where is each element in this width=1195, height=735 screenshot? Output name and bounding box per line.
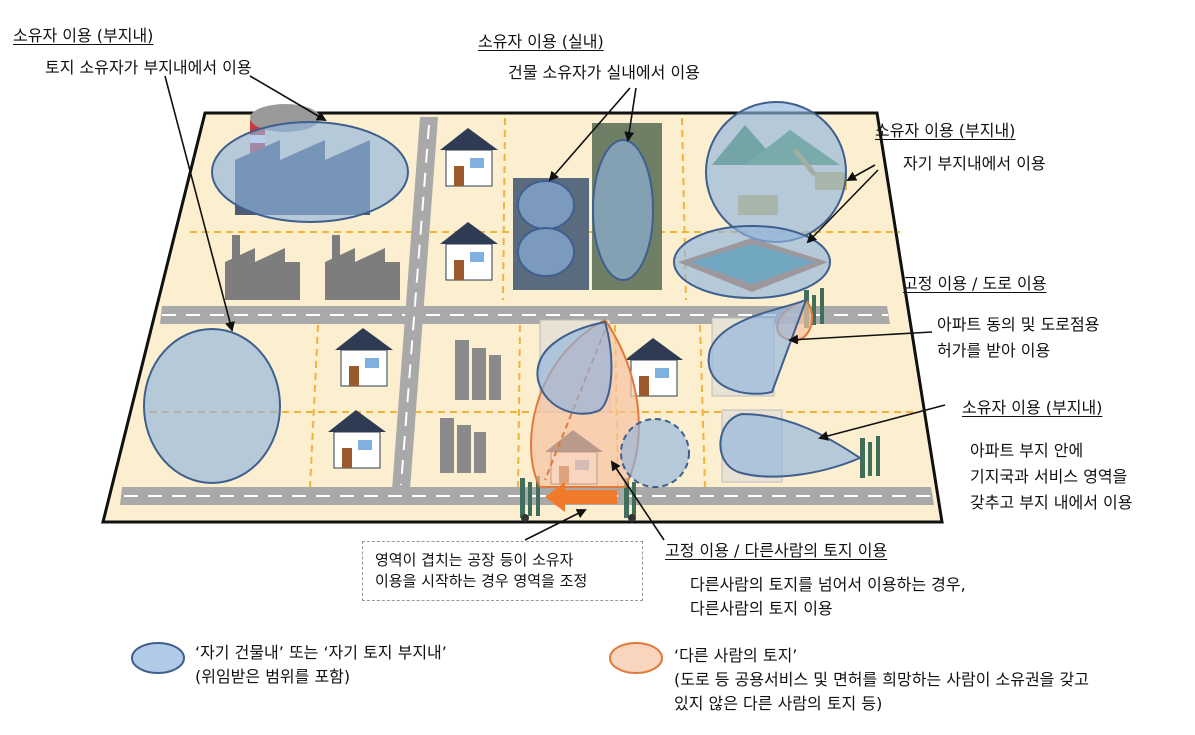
blue-zone-rice-field — [673, 225, 831, 299]
antenna-icons — [520, 288, 880, 522]
blue-zone-plant — [143, 328, 281, 484]
label-fixed-road-title: 고정 이용 / 도로 이용 — [903, 274, 1047, 293]
label-fixed-other-title: 고정 이용 / 다른사람의 토지 이용 — [665, 541, 888, 560]
label-owner-onsite-1-desc: 토지 소유자가 부지내에서 이용 — [45, 58, 252, 77]
factory-small-icons — [225, 235, 400, 300]
blue-zone-factory — [211, 121, 409, 223]
blue-zone-office-3 — [592, 139, 654, 281]
blue-zone-construction — [705, 101, 847, 243]
roads — [120, 117, 934, 505]
blue-zone-apartment-2 — [719, 412, 863, 478]
legend-blue-swatch — [131, 642, 185, 674]
label-owner-indoor-desc: 건물 소유자가 실내에서 이용 — [508, 63, 700, 82]
legend-blue-text: ‘자기 건물내’ 또는 ‘자기 토지 부지내’(위임받은 범위를 포함) — [195, 643, 447, 686]
orange-arrow — [545, 482, 617, 512]
blue-zone-office-1 — [517, 180, 575, 230]
label-owner-indoor-title: 소유자 이용 (실내) — [478, 32, 604, 51]
blue-zone-office-2 — [517, 227, 575, 277]
house-icons — [328, 128, 683, 485]
label-owner-onsite-2-title: 소유자 이용 (부지내) — [875, 121, 1016, 140]
label-owner-onsite-2-desc: 자기 부지내에서 이용 — [903, 154, 1046, 173]
legend-orange-text: ‘다른 사람의 토지’(도로 등 공용서비스 및 면허를 희망하는 사람이 소유… — [674, 646, 1089, 713]
plant-icons — [440, 340, 501, 473]
blue-zone-apartment-1 — [707, 298, 808, 395]
blue-zone-apartment-center — [536, 320, 613, 415]
label-owner-onsite-3-title: 소유자 이용 (부지내) — [962, 398, 1103, 417]
own-land-zones — [143, 101, 863, 488]
blue-zone-small-factory — [620, 418, 690, 488]
label-owner-onsite-1-title: 소유자 이용 (부지내) — [13, 26, 154, 45]
label-fixed-other-desc: 다른사람의 토지를 넘어서 이용하는 경우,다른사람의 토지 이용 — [690, 575, 966, 618]
callout-arrows — [164, 75, 946, 541]
legend-orange-swatch — [609, 642, 663, 674]
